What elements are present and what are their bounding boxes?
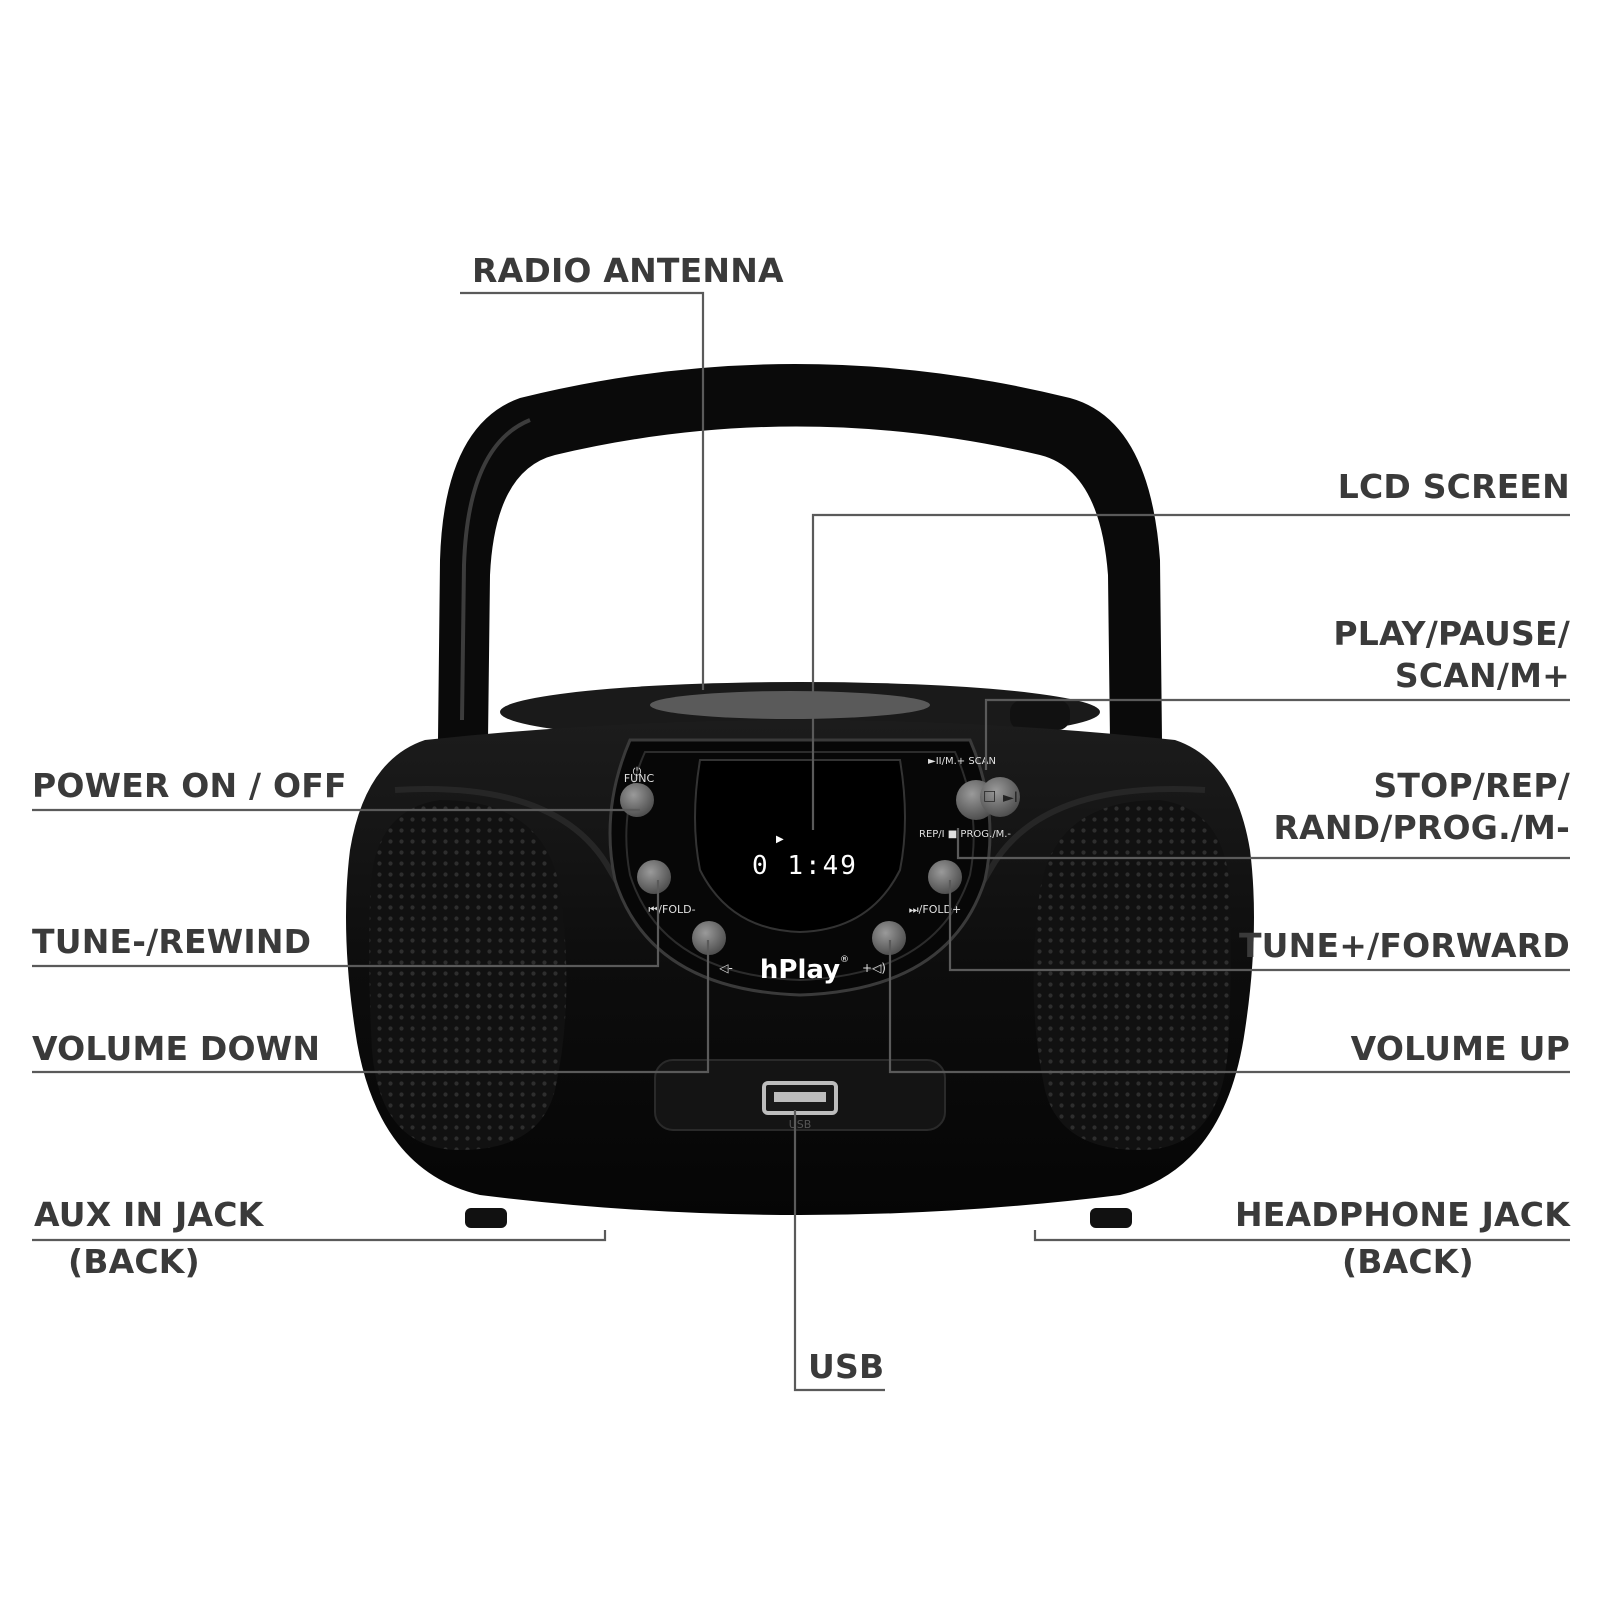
func-label: FUNC	[624, 772, 655, 785]
fold-plus-label: ⏭/FOLD+	[909, 903, 961, 916]
right-speaker-grille	[1033, 800, 1231, 1150]
power-glyph: ⏻	[633, 765, 642, 778]
rep-prog-label: REP/I ■ PROG./M.-	[919, 829, 1011, 840]
stop-icon: □	[983, 788, 996, 804]
play-scan-label: ►II/M.+ SCAN	[928, 756, 996, 767]
usb-panel: USB	[654, 1059, 946, 1131]
leader-aux	[32, 1230, 607, 1242]
leader-play-pause	[984, 698, 1570, 770]
rewind-button[interactable]	[637, 860, 671, 894]
label-stop-rep-line1: STOP/REP/	[1373, 766, 1570, 805]
right-foot	[1090, 1208, 1132, 1228]
label-radio-antenna: RADIO ANTENNA	[472, 251, 784, 290]
leader-tune-forward	[948, 880, 1570, 972]
label-lcd-screen: LCD SCREEN	[1337, 467, 1570, 506]
label-play-pause-line2: SCAN/M+	[1394, 656, 1570, 695]
carry-handle	[438, 364, 1162, 740]
forward-button[interactable]	[928, 860, 962, 894]
leader-headphone	[1033, 1230, 1570, 1242]
label-tune-forward: TUNE+/FORWARD	[1238, 926, 1570, 965]
left-speaker-grille	[369, 800, 567, 1150]
usb-port-label: USB	[789, 1118, 812, 1131]
label-play-pause-line1: PLAY/PAUSE/	[1333, 614, 1570, 653]
label-aux-line2: (BACK)	[68, 1242, 200, 1281]
power-func-button[interactable]	[620, 783, 654, 817]
label-aux-line1: AUX IN JACK	[34, 1195, 264, 1234]
play-pause-icon: ►I	[1003, 790, 1018, 806]
label-usb: USB	[808, 1347, 885, 1386]
leader-lcd-screen	[811, 513, 1570, 830]
lcd-time-readout: 0 1:49	[752, 851, 858, 881]
leader-volume-down	[32, 940, 710, 1074]
lcd-play-indicator: ▶	[776, 834, 784, 845]
fold-minus-label: ⏮/FOLD-	[648, 903, 695, 916]
leader-radio-antenna	[460, 291, 705, 690]
label-headphone-line2: (BACK)	[1342, 1242, 1474, 1281]
label-volume-down: VOLUME DOWN	[32, 1029, 321, 1068]
label-power: POWER ON / OFF	[32, 766, 347, 805]
volume-down-button[interactable]	[692, 921, 726, 955]
brand-name: hPlay	[760, 955, 840, 985]
leader-volume-up	[888, 940, 1570, 1074]
volume-minus-label: ◁-	[718, 961, 733, 975]
label-volume-up: VOLUME UP	[1350, 1029, 1570, 1068]
leader-tune-rewind	[32, 880, 660, 968]
leader-usb	[793, 1110, 885, 1392]
brand-logo: hPlay ®	[760, 955, 849, 985]
play-pause-button[interactable]	[980, 777, 1020, 817]
volume-plus-label: +◁)	[862, 961, 886, 975]
label-headphone-line1: HEADPHONE JACK	[1234, 1195, 1570, 1234]
brand-mark: ®	[840, 955, 849, 965]
leader-lines	[32, 291, 1570, 1392]
label-stop-rep-line2: RAND/PROG./M-	[1273, 808, 1570, 847]
volume-up-button[interactable]	[872, 921, 906, 955]
label-tune-rewind: TUNE-/REWIND	[32, 922, 312, 961]
leader-stop-rep	[956, 828, 1570, 860]
left-foot	[465, 1208, 507, 1228]
